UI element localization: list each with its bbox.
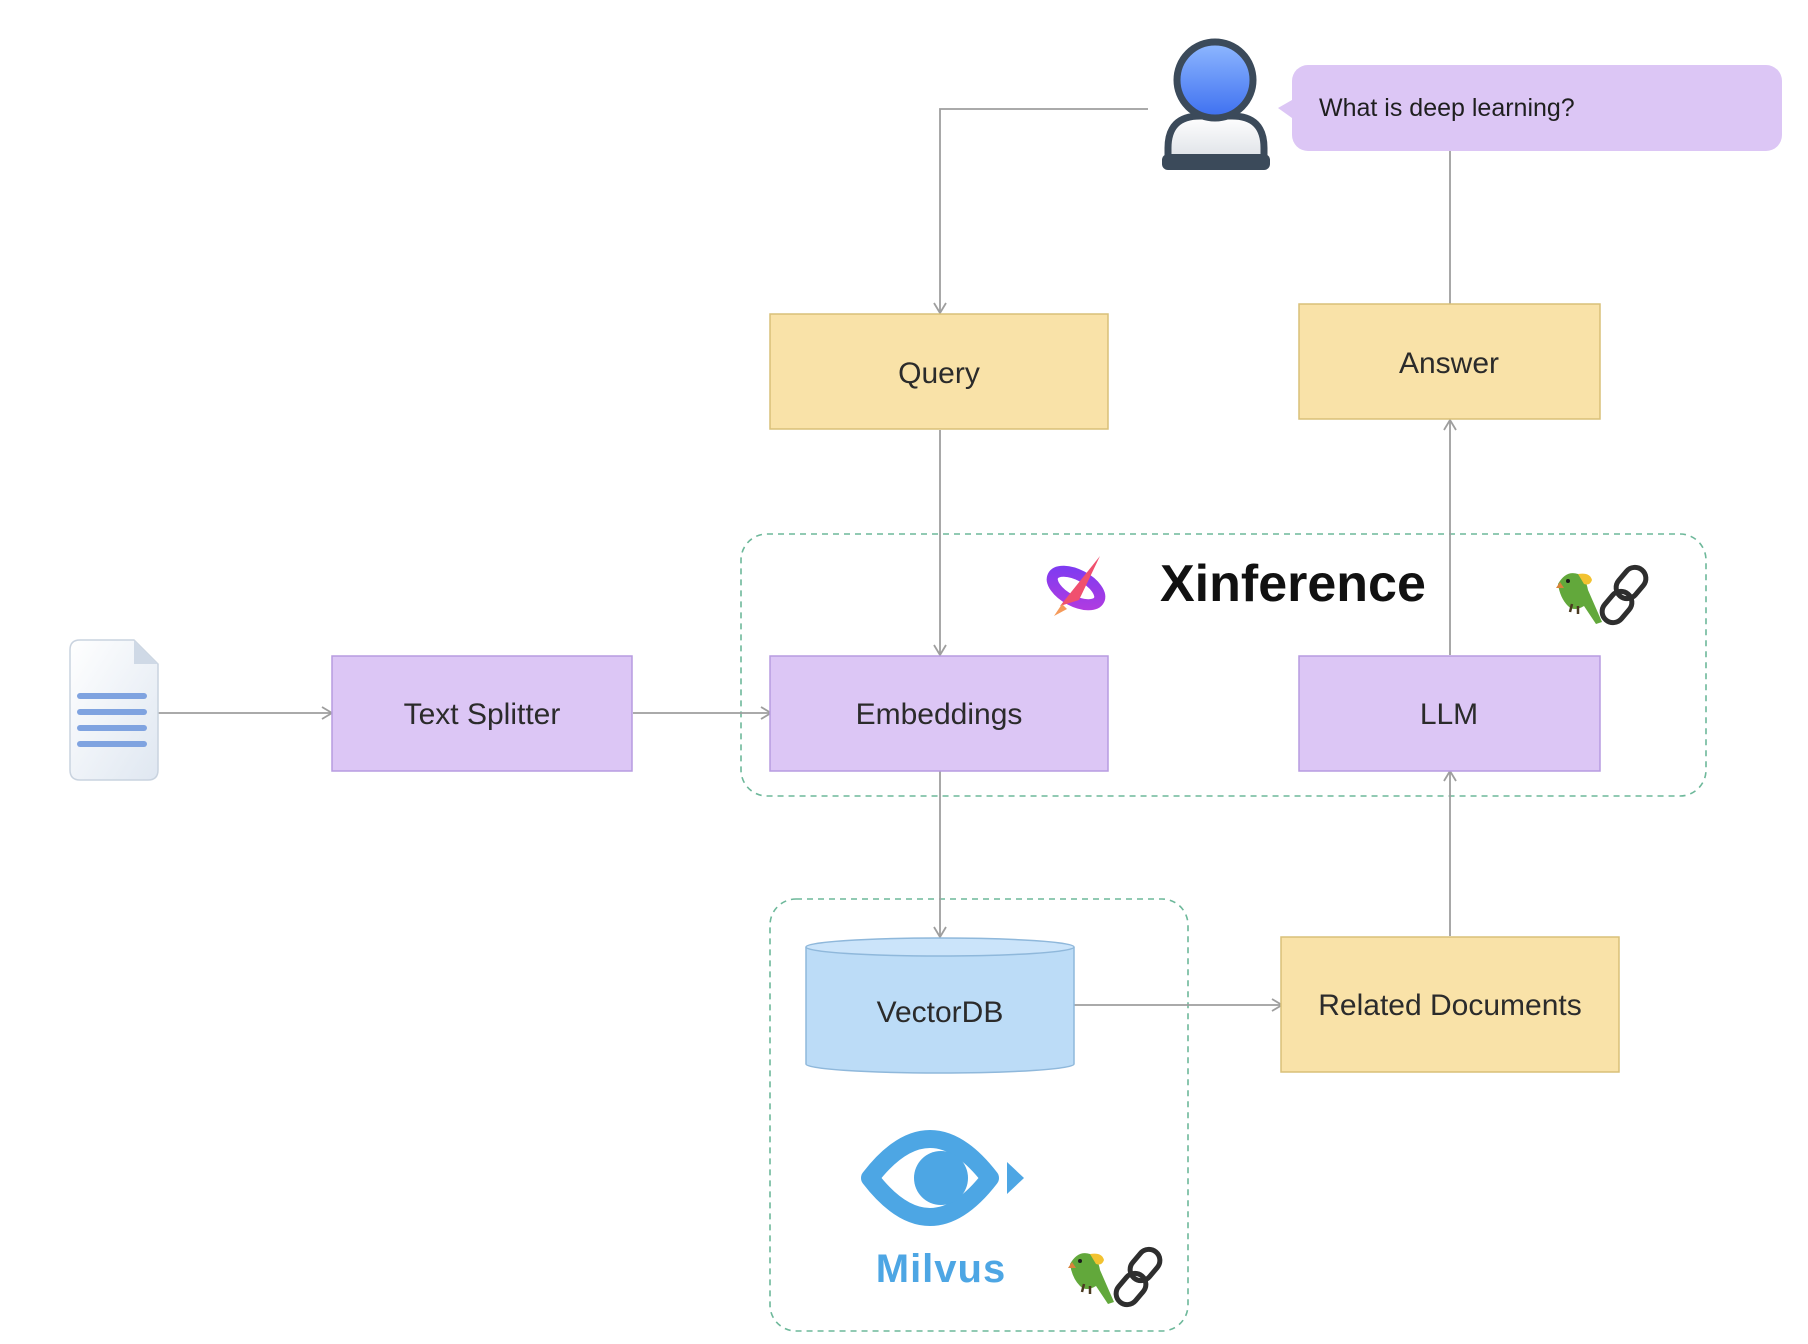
text-splitter-node: Text Splitter (331, 655, 633, 772)
query-label: Query (898, 357, 980, 390)
milvus-eye-icon (861, 1130, 1024, 1226)
xinference-title: Xinference (1160, 555, 1426, 613)
chain-link-icon (1113, 1246, 1163, 1308)
xinference-logo-icon (1046, 556, 1106, 616)
milvus-title: Milvus (876, 1247, 1006, 1291)
milvus-group (769, 898, 1189, 1332)
answer-label: Answer (1399, 347, 1499, 380)
vectordb-label: VectorDB (877, 996, 1004, 1029)
user-icon (1162, 38, 1270, 170)
related-documents-node: Related Documents (1280, 936, 1620, 1073)
chain-link-icon (1599, 564, 1649, 626)
vectordb-node: VectorDB (805, 937, 1075, 1074)
related-documents-label: Related Documents (1318, 989, 1581, 1022)
query-node: Query (769, 313, 1109, 430)
question-text: What is deep learning? (1319, 94, 1575, 122)
text-splitter-label: Text Splitter (404, 698, 561, 731)
embeddings-node: Embeddings (769, 655, 1109, 772)
answer-node: Answer (1298, 303, 1601, 420)
question-bubble: What is deep learning? (1278, 65, 1782, 151)
document-icon (69, 639, 159, 781)
connectors (156, 108, 1457, 1012)
parrot-icon (1068, 1253, 1114, 1304)
xinference-group (740, 533, 1707, 797)
embeddings-label: Embeddings (856, 698, 1023, 731)
llm-label: LLM (1420, 698, 1478, 731)
user-to-query-arrow (933, 108, 1148, 315)
parrot-icon (1556, 573, 1602, 624)
llm-node: LLM (1298, 655, 1601, 772)
